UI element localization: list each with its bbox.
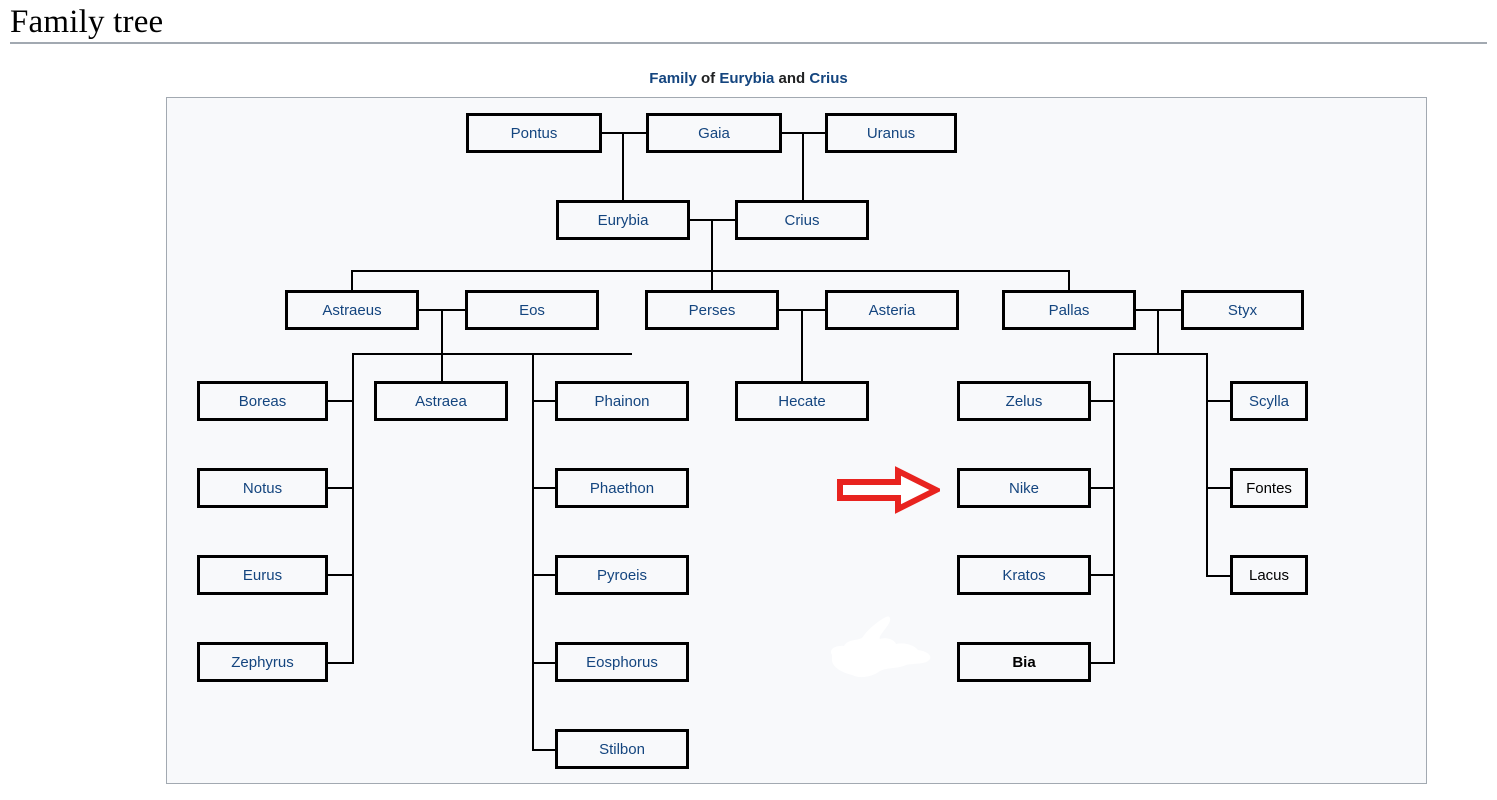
children-bar-astraeus (352, 353, 632, 355)
stub-bia (1091, 662, 1113, 664)
node-eurus[interactable]: Eurus (197, 555, 328, 595)
stub-eosphorus (532, 662, 555, 664)
connector-drop-pallas-children (1157, 309, 1159, 353)
stub-pyroeis (532, 574, 555, 576)
stub-lacus (1206, 575, 1230, 577)
stub-eurus (328, 574, 352, 576)
node-scylla[interactable]: Scylla (1230, 381, 1308, 421)
node-kratos[interactable]: Kratos (957, 555, 1091, 595)
family-tree-canvas: Pontus Gaia Uranus Eurybia Crius Astraeu… (167, 98, 1426, 783)
node-boreas[interactable]: Boreas (197, 381, 328, 421)
children-rail-right-pallas (1206, 353, 1208, 577)
node-eos[interactable]: Eos (465, 290, 599, 330)
connector-pontus-gaia (602, 132, 646, 134)
red-arrow-icon (837, 466, 940, 514)
node-astraeus[interactable]: Astraeus (285, 290, 419, 330)
stub-scylla (1206, 400, 1230, 402)
connector-drop-astraea (441, 309, 443, 381)
node-hecate[interactable]: Hecate (735, 381, 869, 421)
stub-stilbon (532, 749, 555, 751)
node-stilbon[interactable]: Stilbon (555, 729, 689, 769)
stub-phaethon (532, 487, 555, 489)
node-asteria[interactable]: Asteria (825, 290, 959, 330)
stub-nike (1091, 487, 1113, 489)
family-tree-frame: Pontus Gaia Uranus Eurybia Crius Astraeu… (166, 97, 1427, 784)
node-perses[interactable]: Perses (645, 290, 779, 330)
node-eurybia[interactable]: Eurybia (556, 200, 690, 240)
connector-drop-crius (802, 132, 804, 200)
stub-kratos (1091, 574, 1113, 576)
node-fontes: Fontes (1230, 468, 1308, 508)
stub-zephyrus (328, 662, 352, 664)
node-lacus: Lacus (1230, 555, 1308, 595)
sibling-bar-row3 (351, 270, 1069, 272)
children-bar-pallas (1113, 353, 1206, 355)
node-notus[interactable]: Notus (197, 468, 328, 508)
node-phainon[interactable]: Phainon (555, 381, 689, 421)
caption-link-family[interactable]: Family (649, 70, 697, 87)
children-rail-right-astraeus (532, 353, 534, 751)
white-smudge-artifact (830, 616, 931, 678)
node-uranus[interactable]: Uranus (825, 113, 957, 153)
stub-fontes (1206, 487, 1230, 489)
node-bia: Bia (957, 642, 1091, 682)
node-crius[interactable]: Crius (735, 200, 869, 240)
stub-notus (328, 487, 352, 489)
caption-text-of: of (696, 70, 720, 87)
stub-boreas (328, 400, 352, 402)
sibling-drop-pallas (1068, 270, 1070, 290)
caption-link-crius[interactable]: Crius (809, 70, 848, 87)
connector-drop-eurybia (622, 132, 624, 200)
node-zelus[interactable]: Zelus (957, 381, 1091, 421)
stub-phainon (532, 400, 555, 402)
node-pyroeis[interactable]: Pyroeis (555, 555, 689, 595)
connector-drop-row3 (711, 219, 713, 270)
children-rail-left-pallas (1113, 353, 1115, 664)
tree-caption: Family of Eurybia and Crius (0, 70, 1497, 87)
sibling-drop-perses (711, 270, 713, 290)
page-title: Family tree (10, 4, 164, 40)
caption-text-and: and (774, 70, 810, 87)
node-eosphorus[interactable]: Eosphorus (555, 642, 689, 682)
node-pallas[interactable]: Pallas (1002, 290, 1136, 330)
node-nike[interactable]: Nike (957, 468, 1091, 508)
title-divider (10, 42, 1487, 44)
node-phaethon[interactable]: Phaethon (555, 468, 689, 508)
children-rail-left-astraeus (352, 353, 354, 664)
node-astraea[interactable]: Astraea (374, 381, 508, 421)
connector-drop-hecate (801, 309, 803, 381)
node-zephyrus[interactable]: Zephyrus (197, 642, 328, 682)
caption-link-eurybia[interactable]: Eurybia (719, 70, 775, 87)
node-styx[interactable]: Styx (1181, 290, 1304, 330)
stub-zelus (1091, 400, 1113, 402)
node-pontus[interactable]: Pontus (466, 113, 602, 153)
node-gaia[interactable]: Gaia (646, 113, 782, 153)
sibling-drop-astraeus (351, 270, 353, 290)
